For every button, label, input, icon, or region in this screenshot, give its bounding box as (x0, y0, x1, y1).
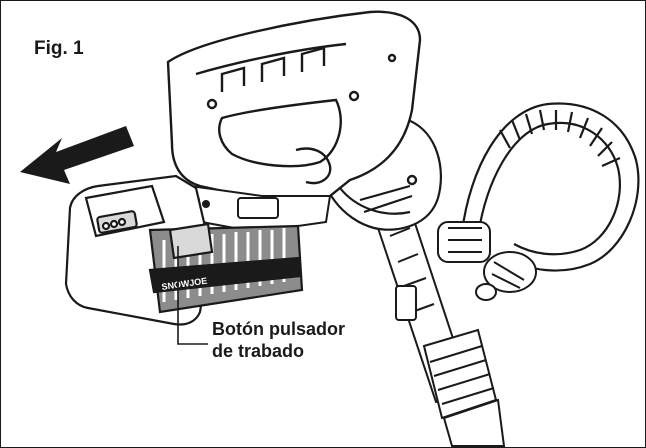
tool-body (166, 10, 422, 208)
removal-arrow-icon (20, 126, 134, 184)
callout-line-2: de trabado (212, 341, 305, 361)
handle-clamp (437, 221, 537, 301)
figure-label: Fig. 1 (34, 38, 84, 59)
callout-leader (177, 246, 208, 345)
callout-line-1: Botón pulsador (212, 319, 345, 339)
battery-pack (64, 174, 304, 326)
shaft (370, 194, 506, 447)
lock-button-callout: Botón pulsador de trabado (212, 318, 345, 362)
d-handle (460, 102, 640, 272)
